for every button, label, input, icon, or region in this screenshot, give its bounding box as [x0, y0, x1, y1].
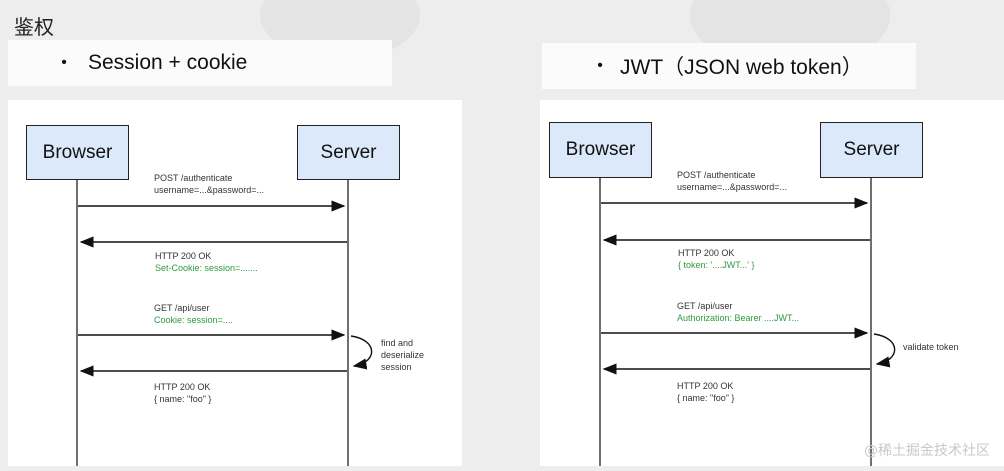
bullet-session-cookie: • Session + cookie	[8, 40, 392, 86]
note-line: validate token	[903, 342, 959, 352]
sequence-lines	[76, 180, 373, 466]
bullet-label: Session + cookie	[88, 51, 248, 74]
sequence-lines	[599, 178, 896, 466]
message-response: HTTP 200 OK { name: "foo" }	[154, 381, 211, 405]
bullet-dot: •	[61, 54, 67, 71]
message-line: HTTP 200 OK	[155, 251, 212, 261]
message-set-cookie: HTTP 200 OK Set-Cookie: session=.......	[155, 250, 258, 274]
session-sequence-diagram: Browser Server POST /authenticate userna…	[8, 100, 462, 466]
message-line-green: Authorization: Bearer ....JWT...	[677, 313, 800, 323]
message-line: POST /authenticate	[154, 173, 233, 183]
message-line: HTTP 200 OK	[677, 381, 734, 391]
message-line-green: Cookie: session=....	[154, 315, 233, 325]
browser-box: Browser	[26, 125, 129, 180]
server-box: Server	[820, 122, 923, 178]
message-line: username=...&password=...	[154, 185, 265, 195]
message-line: { name: "foo" }	[677, 393, 735, 403]
message-response: HTTP 200 OK { name: "foo" }	[677, 380, 734, 404]
message-line: HTTP 200 OK	[154, 382, 211, 392]
message-authenticate: POST /authenticate username=...&password…	[154, 172, 264, 196]
message-line: HTTP 200 OK	[678, 248, 735, 258]
self-arrow-validate	[873, 333, 896, 368]
message-line-green: Set-Cookie: session=.......	[155, 263, 258, 273]
watermark: @稀土掘金技术社区	[864, 443, 990, 459]
message-line: GET /api/user	[154, 303, 210, 313]
note-line: session	[381, 362, 412, 372]
note-line: find and	[381, 338, 414, 348]
note-deserialize-session: find and deserialize session	[381, 337, 424, 373]
bullet-label: JWT（JSON web token）	[620, 56, 863, 79]
message-get-user: GET /api/user Authorization: Bearer ....…	[677, 300, 799, 324]
message-line: { name: "foo" }	[154, 394, 212, 404]
bullet-jwt: • JWT（JSON web token）	[542, 43, 916, 89]
jwt-sequence-diagram: Browser Server POST /authenticate userna…	[540, 100, 1004, 466]
message-line: username=...&password=...	[677, 182, 788, 192]
message-token: HTTP 200 OK { token: '....JWT...' }	[678, 247, 754, 271]
message-line-green: { token: '....JWT...' }	[678, 260, 755, 270]
message-line: POST /authenticate	[677, 170, 756, 180]
self-arrow-deserialize	[350, 335, 373, 370]
bullet-dot: •	[597, 57, 603, 74]
message-get-user: GET /api/user Cookie: session=....	[154, 302, 233, 326]
note-line: deserialize	[381, 350, 425, 360]
browser-box: Browser	[549, 122, 652, 178]
message-line: GET /api/user	[677, 301, 733, 311]
note-validate-token: validate token	[903, 341, 959, 353]
server-box: Server	[297, 125, 400, 180]
message-authenticate: POST /authenticate username=...&password…	[677, 169, 787, 193]
page-title: 鉴权	[14, 15, 54, 39]
